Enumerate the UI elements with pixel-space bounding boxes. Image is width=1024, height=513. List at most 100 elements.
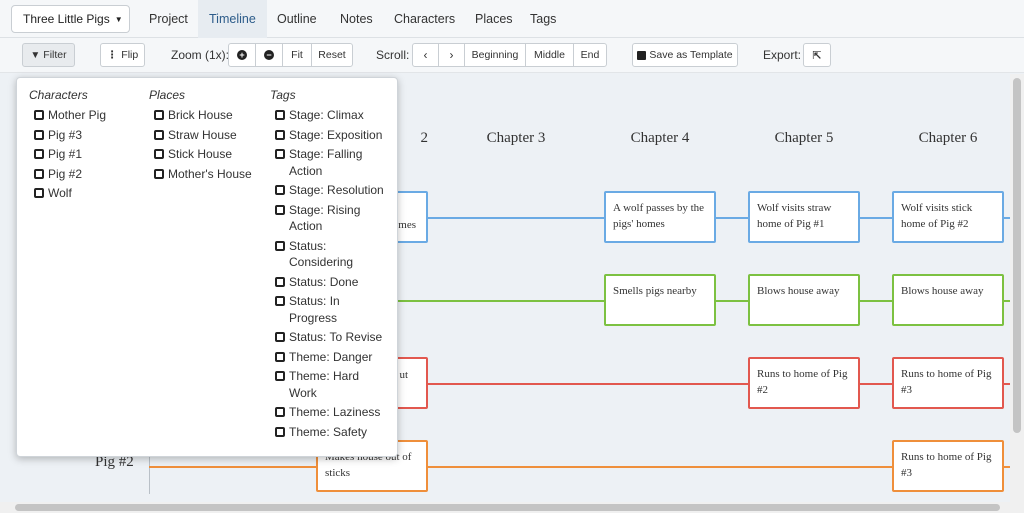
filter-character-item[interactable]: Wolf — [29, 185, 149, 202]
tab-timeline[interactable]: Timeline — [198, 0, 267, 38]
scene-card[interactable]: Blows house away — [892, 274, 1004, 326]
scroll-right-button[interactable]: › — [439, 44, 465, 66]
filter-item-label: Stage: Falling Action — [289, 147, 363, 178]
filter-item-label: Status: Done — [289, 274, 359, 289]
zoom-out-button[interactable]: − — [256, 44, 283, 66]
checkbox[interactable] — [275, 426, 285, 437]
scrollbar-thumb[interactable] — [15, 504, 1000, 511]
filter-item-label: Pig #1 — [48, 147, 83, 161]
filter-item-label: Theme: Safety — [289, 424, 368, 439]
scroll-end-button[interactable]: End — [580, 49, 600, 61]
checkbox[interactable] — [275, 332, 285, 342]
filter-tag-item[interactable]: Theme: Hard Work — [270, 368, 390, 401]
checkbox[interactable] — [154, 168, 164, 179]
zoom-fit-button[interactable]: Fit — [283, 44, 312, 66]
scene-card[interactable]: Wolf visits stick home of Pig #2 — [892, 191, 1004, 243]
scroll-label: Scroll: — [376, 48, 410, 62]
scene-card[interactable]: Wolf visits straw home of Pig #1 — [748, 191, 860, 243]
filter-tag-item[interactable]: Stage: Rising Action — [270, 202, 390, 235]
horizontal-scrollbar[interactable] — [0, 502, 1024, 513]
filter-character-item[interactable]: Pig #1 — [29, 146, 149, 163]
checkbox[interactable] — [34, 168, 44, 179]
filter-item-label: Theme: Hard Work — [289, 369, 360, 400]
filter-place-item[interactable]: Brick House — [149, 107, 269, 124]
checkbox[interactable] — [275, 407, 285, 417]
filter-tag-item[interactable]: Status: Done — [270, 274, 390, 291]
checkbox[interactable] — [275, 110, 285, 120]
checkbox[interactable] — [275, 149, 285, 159]
scene-card[interactable]: Blows house away — [748, 274, 860, 326]
tab-outline[interactable]: Outline — [277, 12, 317, 26]
filter-character-item[interactable]: Mother Pig — [29, 107, 149, 124]
filter-place-item[interactable]: Mother's House — [149, 166, 269, 183]
filter-item-label: Stick House — [168, 147, 233, 161]
checkbox[interactable] — [275, 296, 285, 306]
filter-tags-column: Tags Stage: Climax Stage: Exposition Sta… — [270, 88, 390, 440]
filter-tag-item[interactable]: Status: Considering — [270, 238, 390, 271]
scrollbar-thumb[interactable] — [1013, 78, 1021, 433]
checkbox[interactable] — [154, 129, 164, 140]
scroll-beginning-button[interactable]: Beginning — [465, 44, 526, 66]
zoom-controls: + − Fit Reset — [228, 43, 353, 67]
scene-card[interactable]: Runs to home of Pig #3 — [892, 357, 1004, 409]
scroll-middle-button[interactable]: Middle — [526, 44, 574, 66]
filter-character-item[interactable]: Pig #2 — [29, 166, 149, 183]
checkbox[interactable] — [154, 149, 164, 159]
filter-item-label: Brick House — [168, 108, 233, 122]
flip-button[interactable]: ⋮ Flip — [100, 43, 145, 67]
tab-notes[interactable]: Notes — [340, 12, 373, 26]
scene-card[interactable]: A wolf passes by the pigs' homes — [604, 191, 716, 243]
funnel-icon: ▼ — [30, 49, 41, 61]
filter-tag-item[interactable]: Status: To Revise — [270, 329, 390, 346]
checkbox[interactable] — [34, 188, 44, 198]
timeline-line-red — [398, 383, 1010, 385]
save-template-label: Save as Template — [649, 49, 733, 61]
zoom-in-button[interactable]: + — [229, 44, 256, 66]
checkbox[interactable] — [275, 240, 285, 251]
tab-characters[interactable]: Characters — [394, 12, 456, 26]
vertical-scrollbar[interactable] — [1010, 74, 1024, 502]
zoom-reset-button[interactable]: Reset — [318, 49, 346, 61]
timeline-line-orange — [149, 466, 1010, 468]
tab-places[interactable]: Places — [475, 12, 513, 26]
checkbox[interactable] — [275, 351, 285, 362]
save-as-template-button[interactable]: Save as Template — [632, 43, 738, 67]
story-selector-button[interactable]: Three Little Pigs ▼ — [11, 5, 130, 33]
checkbox[interactable] — [34, 149, 44, 159]
filter-tag-item[interactable]: Stage: Resolution — [270, 182, 390, 199]
minus-circle-icon: − — [264, 50, 274, 60]
chapter-header: 2 — [420, 130, 429, 146]
checkbox[interactable] — [275, 129, 285, 140]
scene-card-text: ut — [399, 369, 408, 381]
checkbox[interactable] — [154, 110, 164, 120]
filter-tag-item[interactable]: Stage: Falling Action — [270, 146, 390, 179]
vertical-dots-icon: ⋮ — [106, 49, 118, 61]
tab-project[interactable]: Project — [149, 12, 188, 26]
chapter-header: Chapter 6 — [918, 130, 978, 146]
filter-place-item[interactable]: Straw House — [149, 127, 269, 144]
scene-card[interactable]: Runs to home of Pig #3 — [892, 440, 1004, 492]
filter-character-item[interactable]: Pig #3 — [29, 127, 149, 144]
filter-item-label: Stage: Exposition — [289, 127, 383, 142]
filter-tag-item[interactable]: Stage: Climax — [270, 107, 390, 124]
filter-tag-item[interactable]: Theme: Laziness — [270, 404, 390, 421]
tab-tags[interactable]: Tags — [530, 12, 557, 26]
export-button[interactable]: ⇱ — [803, 43, 831, 67]
checkbox[interactable] — [275, 204, 285, 215]
scene-card[interactable]: Runs to home of Pig #2 — [748, 357, 860, 409]
checkbox[interactable] — [34, 110, 44, 120]
filter-tag-item[interactable]: Stage: Exposition — [270, 127, 390, 144]
checkbox[interactable] — [34, 129, 44, 140]
filter-tag-item[interactable]: Status: In Progress — [270, 293, 390, 326]
filter-tag-item[interactable]: Theme: Danger — [270, 349, 390, 366]
checkbox[interactable] — [275, 371, 285, 381]
checkbox[interactable] — [275, 185, 285, 195]
plus-circle-icon: + — [237, 50, 247, 60]
filter-place-item[interactable]: Stick House — [149, 146, 269, 163]
filter-button[interactable]: ▼ Filter — [22, 43, 75, 67]
scene-card[interactable]: Smells pigs nearby — [604, 274, 716, 326]
filter-tag-item[interactable]: Theme: Safety — [270, 424, 390, 441]
scroll-left-button[interactable]: ‹ — [413, 44, 439, 66]
checkbox[interactable] — [275, 276, 285, 287]
row-divider — [149, 434, 150, 494]
